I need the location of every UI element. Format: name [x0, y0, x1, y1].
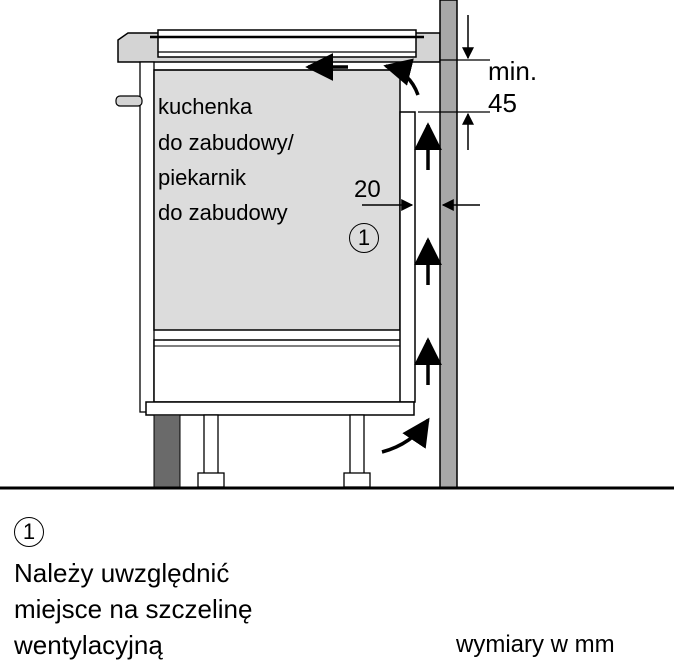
leg-left	[203, 414, 219, 476]
rear-panel	[399, 111, 416, 403]
note-marker: 1	[14, 517, 44, 547]
callout-number: 1	[349, 223, 379, 253]
leg-right-foot	[343, 472, 371, 488]
units-label: wymiary w mm	[456, 631, 615, 658]
cabinet-label-line-4: do zabudowy	[158, 200, 288, 225]
plinth	[145, 401, 415, 416]
callout-marker: 1	[349, 223, 379, 253]
airflow-arrow-bottom	[381, 417, 430, 454]
dim-gap-value: 20	[354, 176, 381, 203]
note-line-3: wentylacyjną	[14, 630, 163, 660]
cabinet-side	[139, 61, 155, 413]
airflow-arrow-top-curve	[383, 58, 420, 96]
note-line-2: miejsce na szczelinę	[14, 594, 253, 624]
leg-right	[349, 414, 365, 476]
wall	[439, 0, 458, 489]
cabinet-label-line-1: kuchenka	[158, 94, 253, 119]
dim-top-value: 45	[488, 88, 517, 118]
note-number: 1	[14, 517, 44, 547]
drawer	[153, 339, 403, 403]
hob	[157, 29, 417, 58]
floor-post	[153, 414, 181, 488]
dim-top-min: min.	[488, 56, 538, 86]
oven-body	[153, 69, 401, 331]
cabinet-label-line-3: piekarnik	[158, 165, 247, 190]
cabinet-label-line-2: do zabudowy/	[158, 130, 294, 155]
leg-left-foot	[197, 472, 225, 488]
note-line-1: Należy uwzględnić	[14, 558, 230, 588]
oven-handle	[115, 95, 143, 107]
